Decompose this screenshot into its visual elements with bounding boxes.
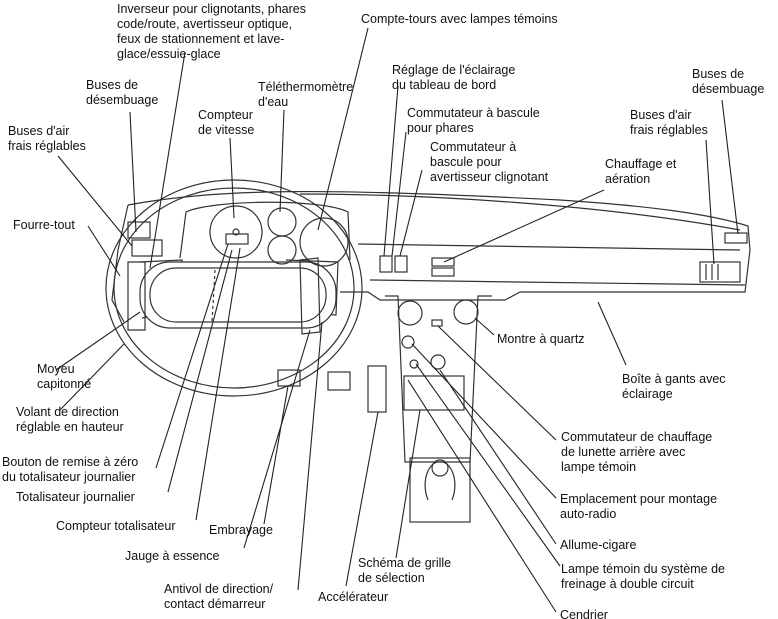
label-compte-tours: Compte-tours avec lampes témoins — [361, 12, 558, 26]
label-montre: Montre à quartz — [497, 332, 585, 346]
label-antivol: Antivol de direction/ contact démarreur — [164, 582, 274, 611]
leader-lines — [55, 27, 739, 613]
label-commutateur-phares: Commutateur à bascule pour phares — [407, 106, 540, 135]
label-fourre-tout: Fourre-tout — [13, 218, 75, 232]
label-jauge: Jauge à essence — [125, 549, 220, 563]
label-chauffage-aeration: Chauffage et aération — [605, 157, 677, 186]
label-reglage-eclairage: Réglage de l'éclairage du tableau de bor… — [392, 63, 516, 92]
label-embrayage: Embrayage — [209, 523, 273, 537]
label-buses-desembuage-right: Buses de désembuage — [692, 67, 765, 96]
center-console — [385, 295, 492, 523]
label-commutateur-clignotant: Commutateur à bascule pour avertisseur c… — [430, 140, 549, 184]
vents — [127, 221, 748, 283]
label-boite-gants: Boîte à gants avec éclairage — [622, 372, 726, 401]
label-buses-air-right: Buses d'air frais réglables — [630, 108, 708, 137]
label-commutateur-lunette: Commutateur de chauffage de lunette arri… — [561, 430, 713, 474]
label-totalisateur-journalier: Totalisateur journalier — [16, 490, 135, 504]
hub-pad — [127, 257, 337, 335]
label-buses-air-left: Buses d'air frais réglables — [8, 124, 86, 153]
instrument-cluster — [179, 201, 351, 267]
label-emplacement-radio: Emplacement pour montage auto-radio — [560, 492, 718, 521]
label-moyeu: Moyeu capitonné — [37, 362, 92, 391]
label-buses-desembuage-left: Buses de désembuage — [86, 78, 159, 107]
pedals — [277, 365, 387, 413]
label-allume-cigare: Allume-cigare — [560, 538, 637, 552]
label-inverseur: Inverseur pour clignotants, phares code/… — [117, 2, 306, 61]
label-lampe-temoin: Lampe témoin du système de freinage à do… — [561, 562, 725, 591]
label-schema-grille: Schéma de grille de sélection — [358, 556, 452, 585]
rocker-switches — [379, 255, 455, 277]
label-telethermometre: Téléthermomètre d'eau — [258, 80, 354, 109]
label-bouton-remise: Bouton de remise à zéro du totalisateur … — [2, 455, 139, 484]
label-cut: Cendrier — [560, 608, 608, 619]
label-compteur-totalisateur: Compteur totalisateur — [56, 519, 176, 533]
label-accelerateur: Accélérateur — [318, 590, 389, 604]
label-volant: Volant de direction réglable en hauteur — [16, 405, 124, 434]
label-compteur-vitesse: Compteur de vitesse — [198, 108, 255, 137]
